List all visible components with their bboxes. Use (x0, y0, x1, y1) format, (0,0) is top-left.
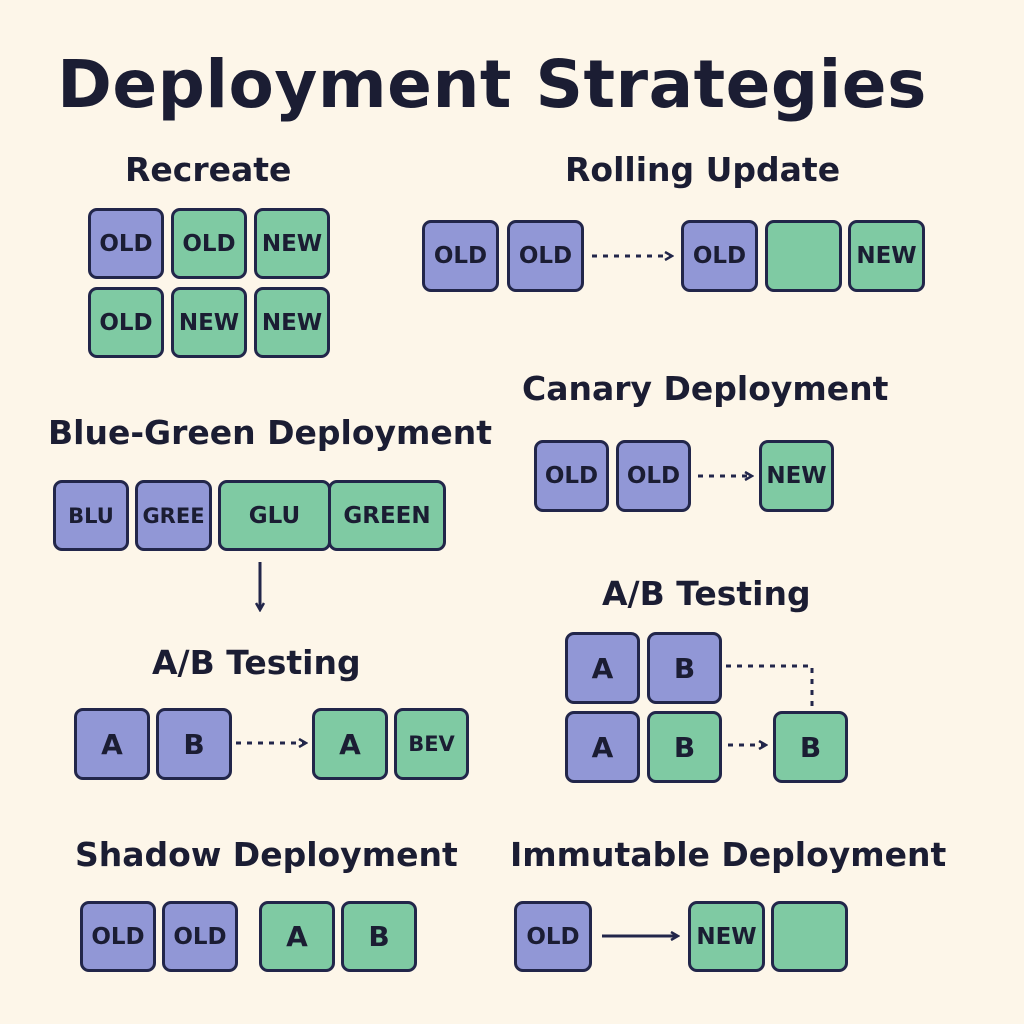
ab-left-box: BEV (394, 708, 469, 780)
blue-green-box: BLU (53, 480, 129, 551)
shadow-box: B (341, 901, 417, 972)
canary-heading: Canary Deployment (522, 369, 889, 408)
recreate-box: NEW (254, 287, 330, 358)
recreate-box: NEW (254, 208, 330, 279)
canary-box: OLD (616, 440, 691, 512)
shadow-box: OLD (80, 901, 156, 972)
ab-left-box: A (312, 708, 388, 780)
diagram-title: Deployment Strategies (57, 46, 927, 123)
immutable-heading: Immutable Deployment (510, 835, 947, 874)
immutable-box-empty (771, 901, 848, 972)
rolling-box-empty (765, 220, 842, 292)
immutable-box: OLD (514, 901, 592, 972)
ab-right-box: B (773, 711, 848, 783)
blue-green-box: GREEN (328, 480, 446, 551)
ab-right-box: A (565, 632, 640, 704)
rolling-box: OLD (422, 220, 499, 292)
ab-right-dotted-connector (726, 664, 814, 706)
blue-green-box: GREE (135, 480, 212, 551)
shadow-box: A (259, 901, 335, 972)
ab-right-box: B (647, 711, 722, 783)
ab-testing-right-heading: A/B Testing (602, 574, 811, 613)
canary-box: OLD (534, 440, 609, 512)
rolling-box: OLD (507, 220, 584, 292)
blue-green-heading: Blue-Green Deployment (48, 413, 493, 452)
ab-right-box: B (647, 632, 722, 704)
immutable-box: NEW (688, 901, 765, 972)
recreate-heading: Recreate (125, 150, 292, 189)
rolling-box: OLD (681, 220, 758, 292)
ab-left-box: B (156, 708, 232, 780)
rolling-update-heading: Rolling Update (565, 150, 841, 189)
shadow-box: OLD (162, 901, 238, 972)
rolling-box: NEW (848, 220, 925, 292)
canary-box: NEW (759, 440, 834, 512)
ab-testing-left-heading: A/B Testing (152, 643, 361, 682)
recreate-box: NEW (171, 287, 247, 358)
recreate-box: OLD (88, 208, 164, 279)
ab-right-box: A (565, 711, 640, 783)
recreate-box: OLD (88, 287, 164, 358)
shadow-heading: Shadow Deployment (75, 835, 458, 874)
ab-left-box: A (74, 708, 150, 780)
recreate-box: OLD (171, 208, 247, 279)
blue-green-box: GLU (218, 480, 331, 551)
